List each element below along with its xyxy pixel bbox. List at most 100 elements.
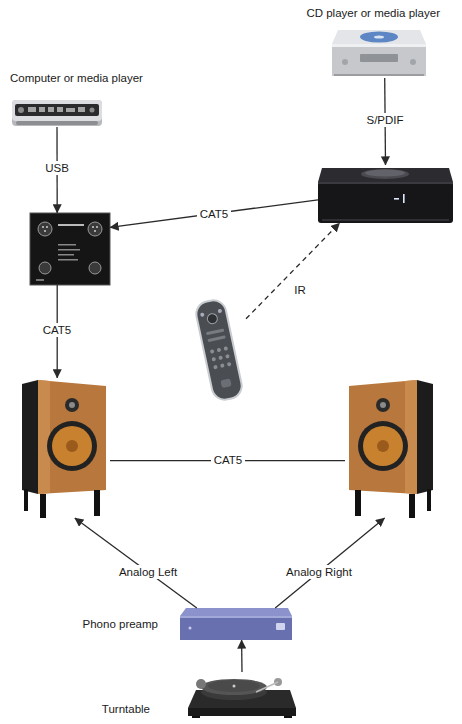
dac-illustration bbox=[92, 226, 94, 228]
turntable-illustration bbox=[256, 682, 278, 692]
left-speaker-illustration bbox=[52, 426, 92, 466]
connection-label-holder: Analog Right bbox=[283, 565, 355, 579]
controller-illustration bbox=[318, 182, 453, 223]
controller-device bbox=[318, 165, 453, 223]
remote-illustration bbox=[220, 363, 225, 368]
left-speaker-illustration bbox=[22, 380, 106, 518]
right-speaker-illustration bbox=[380, 402, 386, 408]
cd-player-illustration bbox=[374, 35, 384, 38]
device-label: Turntable bbox=[102, 702, 150, 716]
connector bbox=[241, 640, 243, 672]
turntable-illustration bbox=[188, 708, 296, 716]
connector bbox=[110, 200, 318, 228]
left-speaker-illustration bbox=[38, 380, 106, 494]
computer-illustration bbox=[28, 107, 36, 112]
dac-illustration bbox=[94, 230, 96, 232]
dac-illustration bbox=[42, 226, 44, 228]
cd-player-illustration bbox=[360, 54, 398, 62]
computer-illustration bbox=[12, 100, 102, 126]
dac-illustration bbox=[39, 262, 51, 274]
controller-illustration bbox=[318, 182, 453, 184]
cd-player-illustration bbox=[332, 44, 426, 76]
dac-illustration bbox=[46, 226, 48, 228]
right-speaker-illustration bbox=[427, 489, 431, 511]
phono-preamp-illustration bbox=[189, 627, 192, 630]
dac-illustration bbox=[58, 249, 80, 251]
remote-illustration bbox=[194, 298, 244, 402]
right-speaker-illustration bbox=[355, 490, 361, 516]
controller-illustration bbox=[318, 168, 453, 182]
computer-device: Computer or media player bbox=[12, 95, 102, 127]
cd-player-illustration bbox=[360, 32, 398, 43]
connector bbox=[275, 518, 384, 608]
dac-illustration bbox=[58, 254, 74, 256]
controller-illustration bbox=[322, 219, 449, 221]
dac-illustration bbox=[36, 279, 44, 281]
connection-label: CAT5 bbox=[40, 323, 75, 337]
remote-illustration bbox=[206, 313, 218, 325]
computer-illustration bbox=[39, 107, 45, 112]
phono-preamp-illustration bbox=[180, 616, 292, 640]
left-speaker-illustration bbox=[65, 398, 79, 412]
remote-illustration bbox=[206, 329, 224, 336]
dac-illustration bbox=[38, 222, 52, 236]
turntable-illustration bbox=[201, 679, 267, 695]
left-speaker-illustration bbox=[22, 380, 38, 494]
remote-illustration bbox=[211, 357, 216, 362]
connection-label-holder: Analog Left bbox=[116, 565, 180, 579]
turntable-illustration bbox=[233, 685, 236, 688]
dac-illustration bbox=[96, 226, 98, 228]
turntable: Turntable bbox=[188, 672, 296, 718]
computer-illustration bbox=[78, 107, 85, 112]
connection-label-holder: IR bbox=[291, 283, 309, 297]
remote-illustration bbox=[210, 349, 215, 354]
phono-preamp-illustration bbox=[276, 623, 285, 630]
controller-illustration bbox=[318, 168, 453, 223]
left-speaker-illustration bbox=[69, 402, 75, 408]
cd-player-illustration bbox=[332, 30, 426, 76]
controller-illustration bbox=[394, 198, 399, 200]
connection-label-holder: S/PDIF bbox=[363, 113, 406, 127]
connection-label: CAT5 bbox=[211, 453, 246, 467]
computer-illustration bbox=[18, 107, 24, 113]
computer-illustration bbox=[16, 121, 98, 125]
remote-illustration bbox=[200, 312, 205, 317]
dac-illustration bbox=[30, 213, 110, 285]
dac-illustration bbox=[89, 262, 101, 274]
turntable-illustration bbox=[192, 716, 200, 718]
remote-illustration bbox=[194, 298, 244, 402]
dac-device bbox=[30, 213, 110, 285]
cd-player-illustration bbox=[332, 44, 426, 47]
connection-label-holder: CAT5 bbox=[211, 453, 246, 467]
computer-illustration bbox=[12, 100, 102, 121]
connector bbox=[246, 223, 340, 319]
connection-label: S/PDIF bbox=[363, 113, 406, 127]
remote-illustration bbox=[223, 346, 228, 351]
right-speaker-illustration bbox=[377, 440, 389, 452]
device-label: Phono preamp bbox=[83, 617, 158, 631]
controller-illustration bbox=[365, 170, 405, 177]
cd-player-device: CD player or media player bbox=[330, 28, 426, 78]
connection-label: IR bbox=[291, 283, 309, 297]
computer-illustration bbox=[48, 107, 54, 112]
turntable-illustration bbox=[196, 679, 206, 689]
left-speaker-illustration bbox=[66, 440, 78, 452]
phono-preamp-illustration bbox=[180, 608, 292, 640]
dac-illustration bbox=[30, 213, 110, 285]
cd-player-illustration bbox=[342, 59, 348, 65]
controller-illustration bbox=[361, 169, 409, 179]
right-speaker-illustration bbox=[405, 380, 417, 494]
right-speaker-illustration bbox=[358, 421, 408, 471]
phono-preamp-illustration bbox=[180, 608, 292, 616]
right-speaker bbox=[345, 378, 433, 518]
right-speaker-illustration bbox=[349, 380, 433, 518]
computer-illustration bbox=[57, 107, 63, 112]
remote-control bbox=[192, 298, 246, 402]
connection-label: USB bbox=[42, 161, 72, 175]
remote-illustration bbox=[227, 362, 232, 367]
remote-illustration bbox=[218, 355, 223, 360]
left-speaker-illustration bbox=[47, 421, 97, 471]
